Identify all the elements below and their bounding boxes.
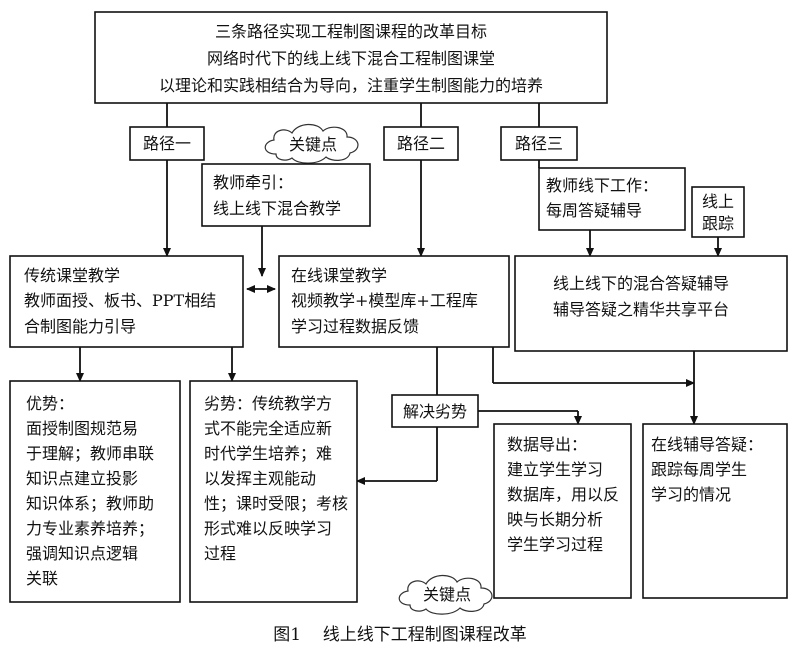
teacher-lead-box [201,163,371,227]
online-track-box [691,186,745,238]
disadvantages-line-2: 式不能完全适应新 [204,419,332,438]
goal-line-2: 网络时代下的线上线下混合工程制图课堂 [207,49,495,68]
offline-work-line-2: 每周答疑辅导 [546,201,642,220]
data-export-line-3: 数据库，用以反 [507,485,619,504]
disadvantages-line-3: 时代学生培养；难 [204,444,332,463]
mixed-qa-box [514,255,788,352]
data-export-line-4: 映与长期分析 [507,510,603,529]
goal-line-1: 三条路径实现工程制图课程的改革目标 [215,22,487,41]
keypoint-cloud-top: 关键点 [264,123,359,164]
online-qa-line-2: 跟踪每周学生 [651,460,747,479]
advantages-line-2: 面授制图规范易 [26,419,138,438]
teacher-lead-line-2: 线上线下混合教学 [213,199,341,218]
disadvantages-line-7: 过程 [204,544,236,563]
data-export-line-1: 数据导出： [507,435,587,454]
traditional-line-1: 传统课堂教学 [24,266,120,285]
online-class-line-3: 学习过程数据反馈 [291,317,419,336]
keypoint-cloud-bottom: 关键点 [398,574,493,615]
advantages-line-3: 于理解；教师串联 [26,444,154,463]
online-track-line-2: 跟踪 [702,214,734,233]
path1-box [129,126,205,161]
online-class-box [278,255,510,348]
keypoint-label-bottom: 关键点 [423,585,471,604]
disadvantages-line-4: 以发挥主观能动 [204,469,316,488]
advantages-box [9,380,181,603]
keypoint-label-top: 关键点 [289,135,337,154]
path2-box [383,126,459,161]
traditional-box [9,255,244,348]
advantages-line-4: 知识点建立投影 [26,469,138,488]
advantages-line-8: 关联 [26,569,58,588]
teacher-lead-line-1: 教师牵引： [213,173,293,192]
traditional-line-2: 教师面授、板书、PPT相结 [24,291,216,310]
online-class-line-2: 视频教学+模型库+工程库 [291,291,478,310]
path2-label: 路径二 [397,134,445,153]
online-qa-line-3: 学习的情况 [651,485,731,504]
online-track-line-1: 线上 [702,192,734,211]
data-export-line-2: 建立学生学习 [507,460,603,479]
path1-label: 路径一 [143,134,191,153]
figure-caption: 图1 线上线下工程制图课程改革 [273,625,526,645]
data-export-line-5: 学生学习过程 [507,535,603,554]
advantages-line-5: 知识体系；教师助 [26,494,154,513]
mixed-qa-line-2: 辅导答疑之精华共享平台 [553,300,729,319]
path3-label: 路径三 [515,134,563,153]
advantages-line-7: 强调知识点逻辑 [26,544,138,563]
online-qa-box [642,423,788,599]
offline-work-box [538,167,686,231]
goal-box [94,11,608,104]
disadvantages-box [189,380,358,603]
online-qa-line-1: 在线辅导答疑： [651,435,763,454]
goal-line-3: 以理论和实践相结合为导向，注重学生制图能力的培养 [159,76,543,95]
advantages-line-1: 优势： [26,394,74,413]
data-export-box [493,423,632,599]
disadvantages-line-6: 形式难以反映学习 [204,519,332,538]
offline-work-line-1: 教师线下工作： [546,176,658,195]
disadvantages-line-5: 性；课时受限；考核 [204,494,348,513]
solve-box [391,394,479,428]
online-class-line-1: 在线课堂教学 [291,266,387,285]
mixed-qa-line-1: 线上线下的混合答疑辅导 [553,274,729,293]
solve-label: 解决劣势 [403,402,467,421]
disadvantages-line-1: 劣势：传统教学方 [204,394,332,413]
path3-box [500,126,578,161]
advantages-line-6: 力专业素养培养； [26,519,154,538]
traditional-line-3: 合制图能力引导 [24,317,136,336]
